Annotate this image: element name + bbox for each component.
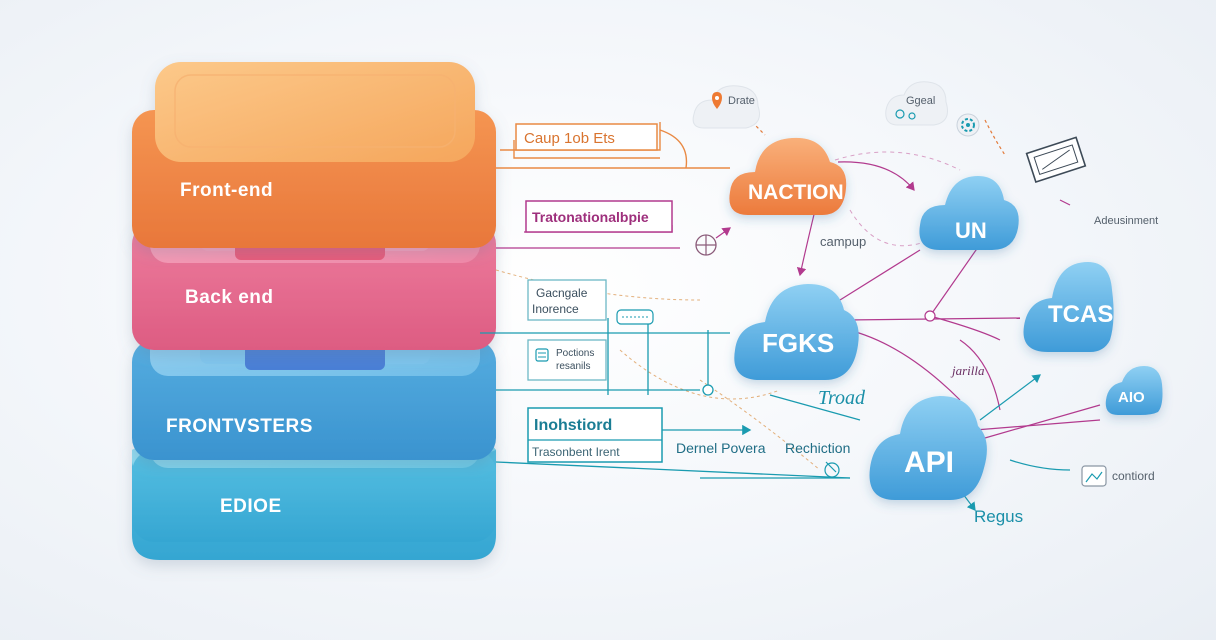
box-gacngale: Gacngale Inorence: [527, 279, 607, 321]
teal-connectors: [480, 318, 851, 479]
stack-layer-1: [132, 62, 496, 248]
box-gacngale-line2: Inorence: [532, 302, 579, 316]
cloud-naction: [729, 137, 847, 215]
cloud-tcas-label: TCAS: [1048, 301, 1113, 328]
regus-label: Regus: [974, 507, 1023, 526]
box-poctions: Poctions resanils: [527, 339, 607, 381]
box-gacngale-line1: Gacngale: [536, 286, 588, 300]
cloud-aio: [1105, 366, 1163, 415]
dernel-povera-label: Dernel Povera: [676, 440, 766, 456]
cloud-api: [869, 396, 987, 500]
box-poctions-line1: Poctions: [556, 348, 594, 359]
drate-bubble: Drate: [692, 85, 760, 129]
cloud-aio-label: AIO: [1118, 389, 1145, 406]
box-tratonational-label: Tratonationalbpie: [532, 209, 649, 225]
teal-junction: [702, 384, 714, 396]
jarilla-label: jarilla: [950, 363, 985, 378]
campup-label: campup: [820, 234, 866, 249]
magenta-junction: [924, 310, 936, 322]
orange-network: [734, 104, 1006, 156]
cloud-tcas: [1023, 262, 1114, 352]
server-icon: [535, 348, 549, 362]
box-caup-label: Caup 1ob Ets: [524, 130, 615, 147]
box-inohstiord-label: Inohstiord: [534, 417, 612, 434]
code-icon: [895, 109, 916, 120]
ggeal-label: Ggeal: [906, 95, 935, 107]
light-network: [834, 151, 961, 247]
image-icon: [1081, 465, 1107, 487]
location-pin-icon: [712, 92, 722, 109]
cloud-fgks: [734, 284, 859, 380]
dotted-connectors: [495, 269, 821, 471]
monitor-icon: [1025, 136, 1087, 183]
stack-layer-4-label: EDIOE: [220, 496, 282, 517]
contiord-label: contiord: [1112, 469, 1155, 483]
box-inohstiord-sublabel: Trasonbent Irent: [532, 445, 620, 459]
stack-layer-1-label: Front-end: [180, 180, 273, 201]
cloud-api-label: API: [904, 446, 954, 479]
box-tratonational: Tratonationalbpie: [525, 200, 673, 233]
crosshair-icon: [695, 227, 731, 256]
cloud-naction-label: NACTION: [748, 181, 844, 204]
box-caup: Caup 1ob Ets: [515, 123, 658, 151]
rechiction-label: Rechiction: [785, 440, 850, 456]
ggeal-bubble: Ggeal: [885, 81, 948, 126]
cloud-fgks-label: FGKS: [762, 328, 834, 358]
document-icon: [824, 461, 840, 478]
box-inohstiord: Inohstiord Trasonbent Irent: [527, 407, 663, 463]
drate-label: Drate: [728, 95, 755, 107]
cloud-un-label: UN: [955, 218, 987, 243]
code-chip-icon: [616, 309, 654, 325]
stack-layer-2-label: Back end: [185, 287, 273, 308]
cloud-un: [919, 176, 1019, 250]
stack-layer-3-label: FRONTVSTERS: [166, 416, 313, 437]
troad-label: Troad: [818, 387, 866, 409]
adeusinment-label: Adeusinment: [1094, 215, 1158, 227]
box-poctions-line2: resanils: [556, 361, 590, 372]
settings-gear-icon: [956, 113, 980, 137]
